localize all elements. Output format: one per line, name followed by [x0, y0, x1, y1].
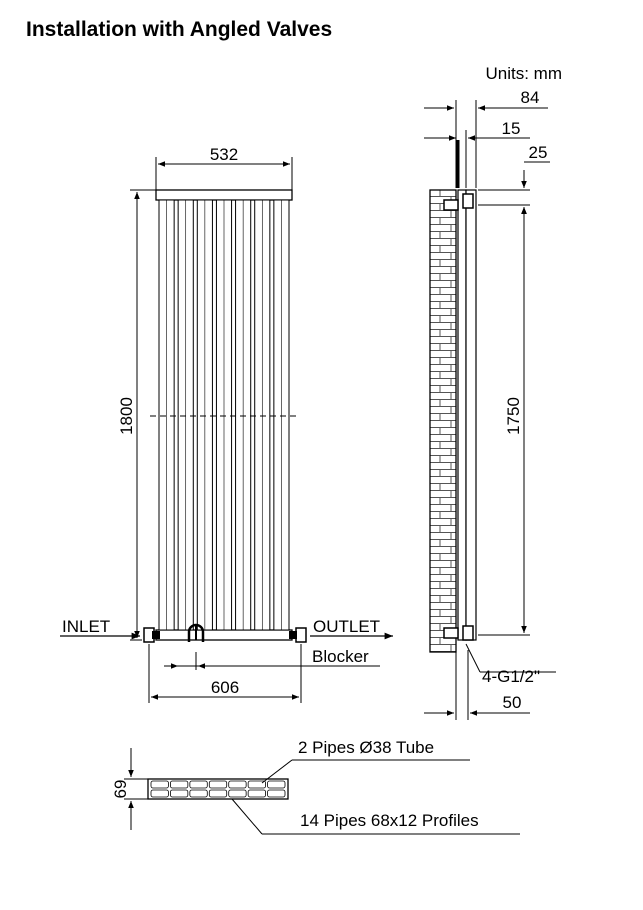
tube-label: 2 Pipes Ø38 Tube [298, 738, 434, 757]
centers-dimension: 606 [211, 678, 239, 697]
bottom-bracket [443, 627, 459, 639]
section-profile-cell [267, 789, 286, 798]
height-dimension: 1800 [117, 397, 136, 435]
units-label: Units: mm [486, 64, 563, 83]
bottom-header [155, 629, 293, 641]
section-profile-cell [208, 789, 228, 798]
top-header [155, 189, 293, 201]
top-offset-dimension: 25 [529, 143, 548, 162]
profiles-group [158, 199, 290, 631]
section-profile-cell [228, 789, 247, 798]
depth-dimension: 84 [521, 88, 540, 107]
page-title: Installation with Angled Valves [26, 18, 333, 41]
bracket-height-dimension: 1750 [504, 397, 523, 435]
section-view: 69 2 Pipes Ø38 Tube 14 Pipes 68x12 Profi… [111, 738, 520, 835]
inlet-label: INLET [62, 617, 110, 636]
section-profile-cell [150, 789, 169, 798]
outlet-valve [289, 627, 307, 643]
connection-label: 4-G1/2" [482, 667, 540, 686]
gap-dimension: 15 [502, 119, 521, 138]
section-profile-cell [150, 780, 169, 789]
wall-hatch [429, 189, 457, 653]
section-profile-cell [189, 780, 208, 789]
blocker-label: Blocker [312, 647, 369, 666]
side-view: 84 15 25 1750 4-G1/2" 50 [424, 88, 556, 720]
section-profile-cell [247, 780, 266, 789]
outlet-label: OUTLET [313, 617, 380, 636]
inlet-valve [143, 627, 160, 643]
wall-offset-dimension: 50 [503, 693, 522, 712]
front-view: 532 1800 INLET OUTLET Blocker 606 [60, 145, 393, 703]
section-profile-cell [228, 780, 247, 789]
section-profile-cell [247, 789, 266, 798]
section-profile-cell [208, 780, 228, 789]
top-bracket [443, 199, 459, 211]
section-profile-cell [189, 789, 208, 798]
profiles-label: 14 Pipes 68x12 Profiles [300, 811, 479, 830]
radiator-front-panel [465, 189, 477, 641]
section-depth-dimension: 69 [111, 780, 130, 799]
section-profile-cell [170, 789, 189, 798]
width-dimension: 532 [210, 145, 238, 164]
blocker-icon [187, 623, 205, 642]
section-cells [150, 780, 286, 798]
section-profile-cell [170, 780, 189, 789]
radiator-side [457, 189, 467, 641]
section-profile-cell [267, 780, 286, 789]
